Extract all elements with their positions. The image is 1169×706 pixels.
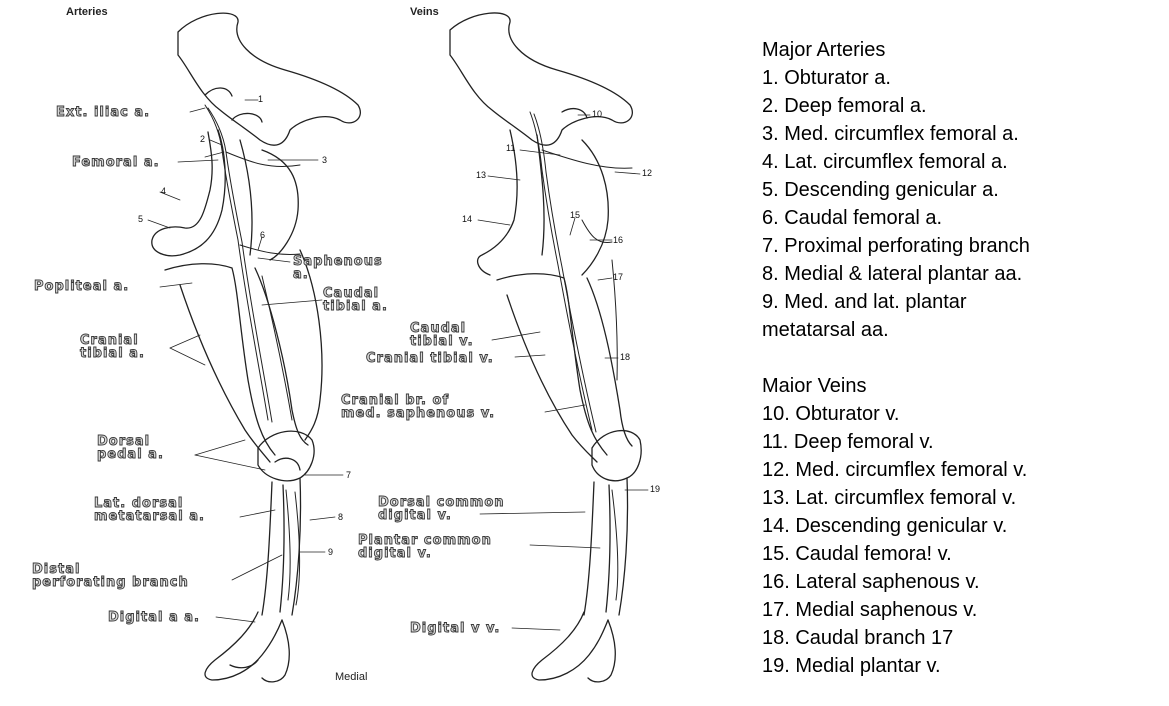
legend-spacer bbox=[762, 344, 1162, 372]
number-5: 5 bbox=[138, 214, 144, 224]
label-saphenous-a-2: a. bbox=[293, 267, 309, 282]
vein-legend-item: 12. Med. circumflex femoral v. bbox=[762, 459, 1028, 481]
artery-legend-item: 7. Proximal perforating branch bbox=[762, 235, 1030, 257]
veins-limb-drawing bbox=[449, 12, 642, 683]
label-caudal-tibial-v-2: tibial v. bbox=[410, 334, 474, 349]
label-saphenous-a: Saphenous bbox=[293, 254, 383, 269]
number-3: 3 bbox=[322, 155, 328, 165]
label-popliteal-a: Popliteal a. bbox=[34, 279, 130, 294]
label-plantar-common-digital-v-2: digital v. bbox=[358, 546, 432, 561]
number-4: 4 bbox=[161, 186, 167, 196]
number-15: 15 bbox=[570, 210, 581, 220]
label-caudal-tibial-a-2: tibial a. bbox=[323, 299, 388, 314]
number-19: 19 bbox=[650, 484, 661, 494]
artery-legend-item: 5. Descending genicular a. bbox=[762, 179, 999, 201]
number-6: 6 bbox=[260, 230, 266, 240]
label-digital-vv: Digital v v. bbox=[410, 621, 501, 636]
label-cranial-br-med-saphenous-v-2: med. saphenous v. bbox=[341, 406, 496, 421]
label-lat-dorsal-metatarsal-a: Lat. dorsal bbox=[94, 496, 184, 511]
vein-legend-item: 18. Caudal branch 17 bbox=[762, 627, 954, 649]
arteries-heading: Arteries bbox=[66, 6, 108, 18]
artery-legend-item: 4. Lat. circumflex femoral a. bbox=[762, 151, 1008, 173]
number-18: 18 bbox=[620, 352, 631, 362]
label-cranial-tibial-a-2: tibial a. bbox=[80, 346, 145, 361]
artery-legend-item: 6. Caudal femoral a. bbox=[762, 207, 943, 229]
label-plantar-common-digital-v: Plantar common bbox=[358, 533, 492, 548]
artery-legend-item: 1. Obturator a. bbox=[762, 67, 891, 89]
vein-legend-item: 11. Deep femoral v. bbox=[762, 431, 934, 453]
medial-label: Medial bbox=[335, 671, 368, 683]
veins-legend-title: Maior Veins bbox=[762, 375, 867, 397]
vein-leader-lines bbox=[477, 114, 649, 631]
label-dorsal-common-digital-v: Dorsal common bbox=[378, 495, 505, 510]
label-digital-aa: Digital a a. bbox=[108, 610, 200, 625]
vein-legend-item: 14. Descending genicular v. bbox=[762, 515, 1008, 537]
veins-heading: Veins bbox=[410, 6, 439, 18]
arteries-limb-drawing bbox=[151, 12, 361, 683]
vein-legend-item: 15. Caudal femora! v. bbox=[762, 543, 952, 565]
label-distal-perforating-branch-2: perforating branch bbox=[32, 575, 189, 590]
number-11: 11 bbox=[506, 143, 516, 153]
label-cranial-br-med-saphenous-v: Cranial br. of bbox=[341, 393, 450, 408]
number-12: 12 bbox=[642, 168, 653, 178]
limb-drawings bbox=[147, 12, 649, 683]
legend: Major Arteries 1. Obturator a. 2. Deep f… bbox=[762, 36, 1162, 680]
label-distal-perforating-branch: Distal bbox=[32, 562, 81, 577]
anatomy-figure: Arteries Veins Medial Ext. iliac a. Femo… bbox=[32, 6, 661, 683]
number-13: 13 bbox=[476, 170, 487, 180]
vein-legend-item: 19. Medial plantar v. bbox=[762, 655, 941, 677]
number-7: 7 bbox=[346, 470, 352, 480]
label-lat-dorsal-metatarsal-a-2: metatarsal a. bbox=[94, 509, 205, 524]
label-dorsal-pedal-a-2: pedal a. bbox=[97, 447, 164, 462]
label-cranial-tibial-a: Cranial bbox=[80, 333, 139, 348]
vein-legend-item: 17. Medial saphenous v. bbox=[762, 599, 978, 621]
label-femoral-a: Femoral a. bbox=[72, 155, 160, 170]
vein-legend-item: 13. Lat. circumflex femoral v. bbox=[762, 487, 1017, 509]
artery-legend-item: 3. Med. circumflex femoral a. bbox=[762, 123, 1019, 145]
label-caudal-tibial-v: Caudal bbox=[410, 321, 467, 336]
artery-legend-item: 2. Deep femoral a. bbox=[762, 95, 927, 117]
artery-leader-lines bbox=[147, 99, 344, 623]
number-1: 1 bbox=[258, 94, 264, 104]
number-16: 16 bbox=[613, 235, 624, 245]
number-17: 17 bbox=[613, 272, 624, 282]
artery-legend-item: 9. Med. and lat. plantar bbox=[762, 291, 967, 313]
label-cranial-tibial-v: Cranial tibial v. bbox=[366, 351, 494, 366]
artery-legend-item: 8. Medial & lateral plantar aa. bbox=[762, 263, 1023, 285]
number-8: 8 bbox=[338, 512, 344, 522]
artery-legend-item: metatarsal aa. bbox=[762, 319, 889, 341]
vein-legend-item: 10. Obturator v. bbox=[762, 403, 900, 425]
label-caudal-tibial-a: Caudal bbox=[323, 286, 380, 301]
number-14: 14 bbox=[462, 214, 473, 224]
label-dorsal-pedal-a: Dorsal bbox=[97, 434, 151, 449]
number-10: 10 bbox=[592, 109, 603, 119]
label-ext-iliac-a: Ext. iliac a. bbox=[56, 105, 151, 120]
vein-legend-item: 16. Lateral saphenous v. bbox=[762, 571, 980, 593]
number-9: 9 bbox=[328, 547, 334, 557]
arteries-legend-title: Major Arteries bbox=[762, 39, 886, 61]
number-2: 2 bbox=[200, 134, 206, 144]
label-dorsal-common-digital-v-2: digital v. bbox=[378, 508, 452, 523]
